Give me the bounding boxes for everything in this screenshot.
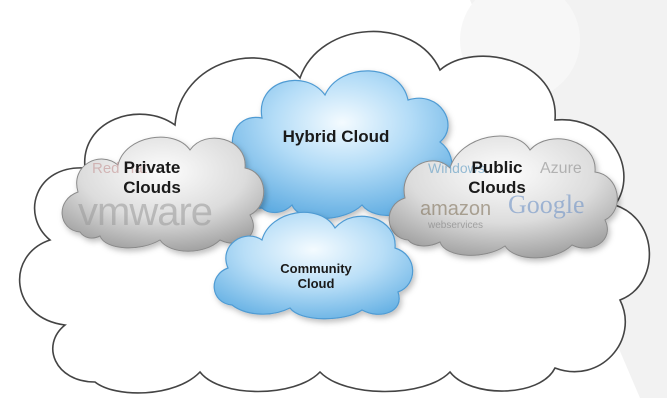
public-cloud-shape: [388, 135, 618, 259]
community-cloud-shape: [213, 211, 414, 320]
hybrid-cloud-shape: [231, 70, 453, 220]
private-cloud-shape: [61, 136, 265, 252]
